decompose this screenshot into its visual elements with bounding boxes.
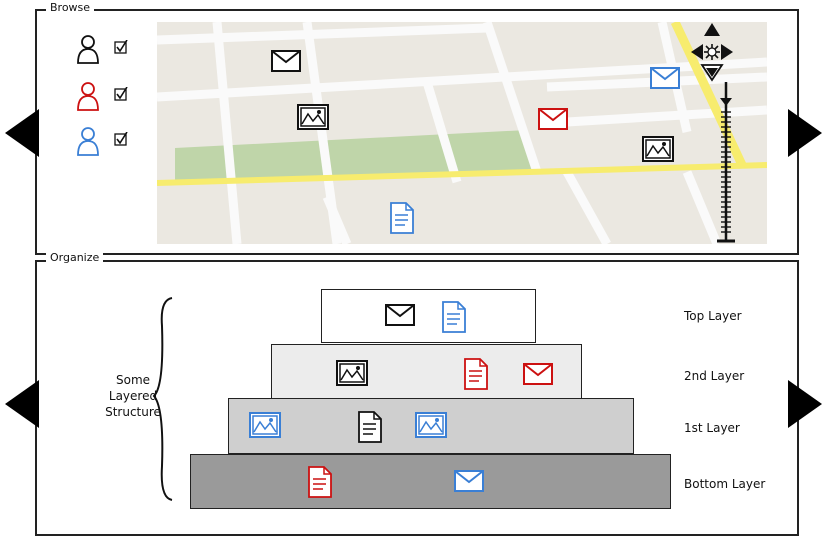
envelope-icon[interactable] bbox=[454, 470, 484, 492]
layer-bottom[interactable] bbox=[190, 454, 671, 509]
image-icon[interactable] bbox=[249, 412, 281, 438]
user-black[interactable] bbox=[74, 32, 144, 66]
envelope-icon[interactable] bbox=[271, 50, 301, 72]
user-icon bbox=[77, 127, 99, 156]
document-icon[interactable] bbox=[358, 411, 382, 443]
browse-prev-arrow[interactable] bbox=[5, 109, 39, 157]
envelope-icon[interactable] bbox=[538, 108, 568, 130]
pan-control-icon[interactable] bbox=[690, 22, 734, 84]
image-icon[interactable] bbox=[297, 104, 329, 130]
layer-label-bottom: Bottom Layer bbox=[684, 477, 766, 491]
organize-title: Organize bbox=[46, 252, 104, 264]
layer-label-2nd: 2nd Layer bbox=[684, 369, 745, 383]
image-icon[interactable] bbox=[642, 136, 674, 162]
document-icon[interactable] bbox=[308, 466, 332, 498]
layer-top[interactable] bbox=[321, 289, 536, 343]
curly-brace-icon bbox=[152, 297, 173, 501]
user-blue[interactable] bbox=[74, 124, 144, 158]
checkbox-checked-icon[interactable] bbox=[114, 132, 128, 146]
map-view[interactable] bbox=[157, 22, 767, 244]
document-icon[interactable] bbox=[464, 358, 488, 390]
layer-label-1st: 1st Layer bbox=[684, 421, 740, 435]
organize-next-arrow[interactable] bbox=[788, 380, 822, 428]
user-red[interactable] bbox=[74, 79, 144, 113]
image-icon[interactable] bbox=[336, 360, 368, 386]
layer-label-top: Top Layer bbox=[684, 309, 742, 323]
zoom-slider[interactable] bbox=[713, 80, 739, 244]
envelope-icon[interactable] bbox=[650, 67, 680, 89]
browse-next-arrow[interactable] bbox=[788, 109, 822, 157]
map-streets bbox=[157, 22, 767, 244]
user-icon bbox=[77, 82, 99, 111]
organize-prev-arrow[interactable] bbox=[5, 380, 39, 428]
image-icon[interactable] bbox=[415, 412, 447, 438]
envelope-icon[interactable] bbox=[523, 363, 553, 385]
envelope-icon[interactable] bbox=[385, 304, 415, 326]
user-icon bbox=[77, 35, 99, 64]
browse-title: Browse bbox=[46, 2, 95, 14]
brace-label: Some Layered Structure bbox=[105, 373, 161, 419]
document-icon[interactable] bbox=[442, 301, 466, 333]
checkbox-checked-icon[interactable] bbox=[114, 87, 128, 101]
document-icon[interactable] bbox=[390, 202, 414, 234]
checkbox-checked-icon[interactable] bbox=[114, 40, 128, 54]
